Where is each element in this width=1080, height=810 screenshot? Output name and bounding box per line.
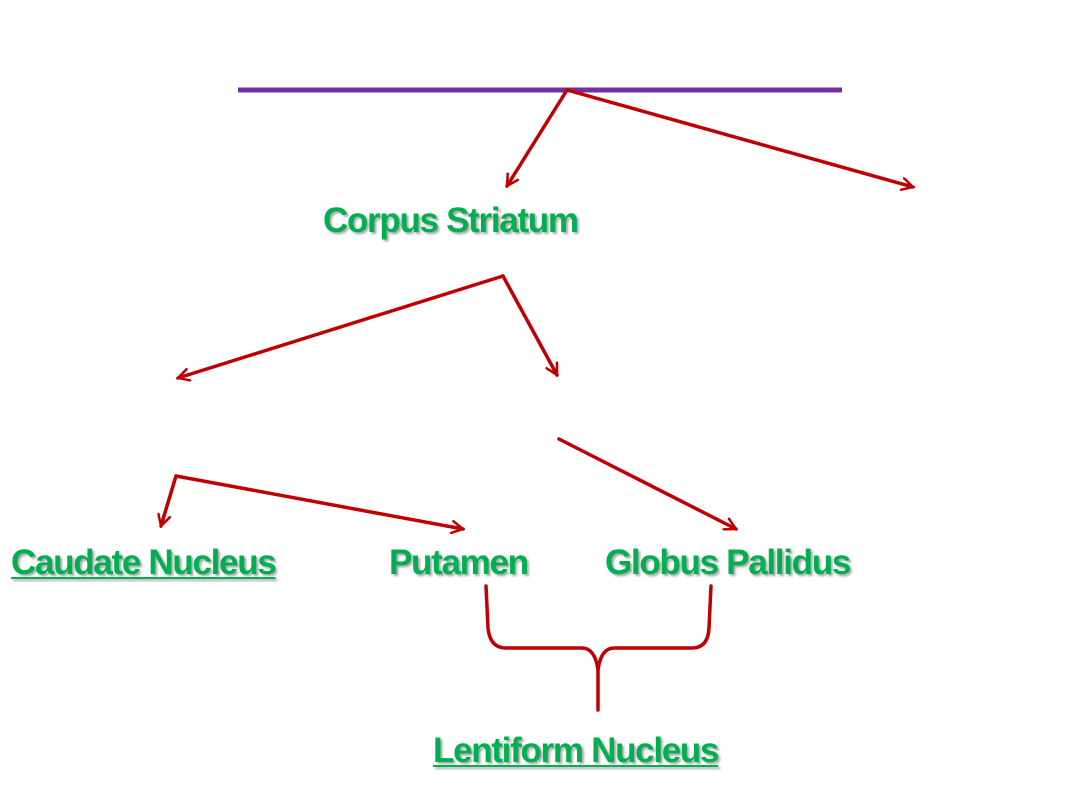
arrow-striatum-right-branch (501, 274, 559, 375)
corpus-striatum-label: Corpus Striatum (323, 201, 579, 240)
arrow-to-corpus-striatum (505, 88, 569, 186)
caudate-nucleus-label: Caudate Nucleus (11, 543, 277, 582)
lentiform-nucleus-label: Lentiform Nucleus (433, 731, 719, 770)
arrow-to-putamen (174, 474, 463, 529)
arrow-striatum-left-branch (178, 274, 505, 378)
putamen-label: Putamen (389, 543, 529, 582)
arrow-to-caudate-nucleus (161, 474, 178, 526)
arrow-to-globus-pallidus (557, 437, 736, 531)
arrow-to-right (565, 88, 913, 187)
lentiform-brace (484, 584, 713, 712)
globus-pallidus-label: Globus Pallidus (605, 543, 851, 582)
